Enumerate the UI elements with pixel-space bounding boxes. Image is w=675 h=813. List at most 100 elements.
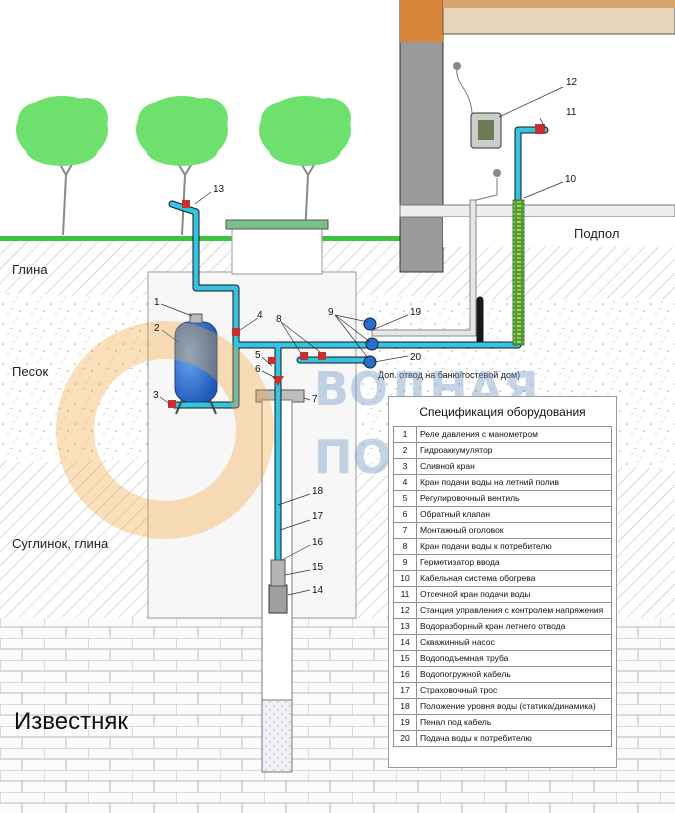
spec-row-description: Сливной кран [416,458,612,475]
spec-row-number: 13 [393,618,417,635]
spec-row-description: Пенал под кабель [416,714,612,731]
control-station-screen [478,120,494,140]
spec-row-number: 5 [393,490,417,507]
spec-row-number: 6 [393,506,417,523]
spec-row-number: 4 [393,474,417,491]
callout-10: 10 [565,174,577,185]
soil-label-clay: Глина [12,262,48,277]
spec-row-number: 15 [393,650,417,667]
callout-1: 1 [154,297,160,308]
spec-row-description: Водопогружной кабель [416,666,612,683]
callout-8: 8 [276,314,282,325]
basement-floor-slab [399,204,675,218]
spec-row-number: 10 [393,570,417,587]
spec-row-description: Реле давления с манометром [416,426,612,443]
callout-14: 14 [312,585,324,596]
spec-row-description: Герметизатор ввода [416,554,612,571]
callout-11: 11 [566,107,577,118]
spec-row-description: Гидроаккумулятор [416,442,612,459]
spec-row-description: Кран подачи воды на летний полив [416,474,612,491]
spec-row-number: 8 [393,538,417,555]
spec-row-number: 1 [393,426,417,443]
callout-16: 16 [312,537,324,548]
spec-row-number: 14 [393,634,417,651]
caisson-lid [225,219,329,230]
spec-row-description: Положение уровня воды (статика/динамика) [416,698,612,715]
house-floor-trim [443,0,675,8]
spec-row-description: Станция управления с контролем напряжени… [416,602,612,619]
pump-top [270,559,286,587]
wall-seals [363,317,379,369]
caisson-neck [231,227,323,275]
spec-row-number: 17 [393,682,417,699]
callout-6: 6 [255,364,261,375]
tank-legs [175,399,217,415]
spec-row-number: 3 [393,458,417,475]
spec-row-description: Подача воды к потребителю [416,730,612,747]
callout-15: 15 [312,562,324,573]
soil-label-sand: Песок [12,364,49,379]
house-foundation-column [399,0,444,273]
heating-cable [512,199,525,346]
spec-row-description: Отсечной кран подачи воды [416,586,612,603]
pressure-switch [189,313,203,324]
spec-row-description: Страховочный трос [416,682,612,699]
spec-row-description: Скважинный насос [416,634,612,651]
callout-18: 18 [312,486,324,497]
spec-row-number: 12 [393,602,417,619]
spec-row-description: Обратный клапан [416,506,612,523]
spec-row-description: Водоподъемная труба [416,650,612,667]
socket [453,62,461,70]
well-filter-zone [261,699,293,773]
callout-20: 20 [410,352,422,363]
grass-line [0,236,400,241]
tree [259,96,351,236]
spec-row-number: 19 [393,714,417,731]
spec-row-number: 18 [393,698,417,715]
house-label-basement: Подпол [574,226,620,241]
spec-row-description: Монтажный оголовок [416,522,612,539]
socket [493,169,501,177]
callout-13: 13 [213,184,225,195]
submersible-pump [268,584,288,614]
callout-9: 9 [328,307,334,318]
house-wall-block [400,0,443,42]
spec-row-number: 2 [393,442,417,459]
callout-19: 19 [410,307,422,318]
spec-row-number: 9 [393,554,417,571]
soil-label-loam: Суглинок, глина [12,536,109,551]
spec-row-description: Кабельная система обогрева [416,570,612,587]
spec-row-number: 7 [393,522,417,539]
spec-row-description: Водоразборный кран летнего отвода [416,618,612,635]
watermark-gear [56,321,274,539]
spec-title: Спецификация оборудования [419,405,586,419]
spec-row-number: 20 [393,730,417,747]
spec-row-number: 11 [393,586,417,603]
basement-space [443,217,675,247]
callout-5: 5 [255,350,261,361]
callout-7: 7 [312,394,318,405]
extra-outlet-note: Доп. отвод на баню/гостевой дом) [378,370,521,380]
callout-leaders [159,86,564,596]
callout-17: 17 [312,511,324,522]
spec-row-description: Кран подачи воды к потребителю [416,538,612,555]
